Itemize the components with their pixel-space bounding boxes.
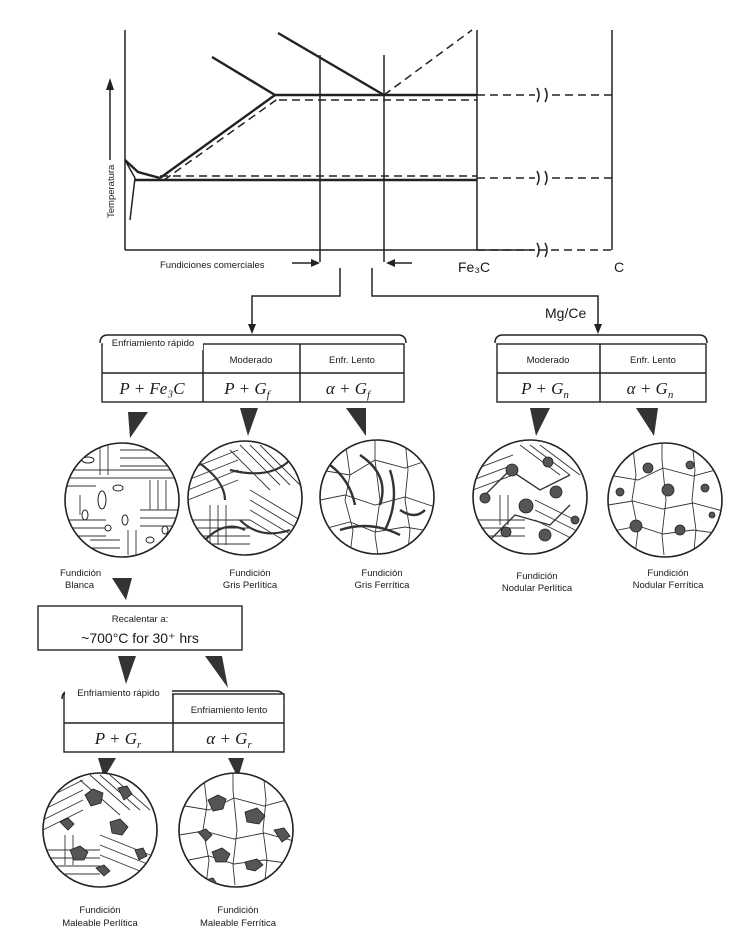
header-nodular-moderate: Moderado [527, 355, 570, 366]
label-gray-pearlitic-line1: Fundición [229, 568, 270, 579]
label-white-line2: Blanca [65, 580, 95, 591]
micrograph-labels-bottom: Fundición Maleable Perlítica Fundición M… [62, 905, 276, 929]
arrow-head-icon [106, 78, 114, 90]
phase-malleable-ferritic: α + Gr [206, 729, 252, 751]
micrograph-malleable-ferritic [179, 770, 294, 888]
pointer-arrow-icon [128, 412, 148, 438]
label-nodular-pearlitic-line1: Fundición [516, 571, 557, 582]
reheat-title: Recalentar a: [112, 614, 169, 625]
label-malleable-pearlitic-line2: Maleable Perlítica [62, 918, 138, 929]
label-nodular-ferritic-line2: Nodular Ferrítica [633, 580, 704, 591]
header-slow: Enfr. Lento [329, 355, 375, 366]
fe3c-label: Fe₃C [458, 259, 490, 275]
micrograph-nodular-pearlitic [473, 440, 587, 554]
phase-nodular-pearlitic: P + Gn [520, 379, 569, 401]
label-gray-ferritic-line2: Gris Ferrítica [355, 580, 411, 591]
micrograph-nodular-ferritic [608, 440, 723, 557]
header-malleable-slow: Enfriamiento lento [191, 705, 268, 716]
pointer-arrow-icon [346, 408, 366, 436]
header-malleable-fast: Enfriamiento rápido [77, 688, 159, 699]
label-gray-pearlitic-line2: Gris Perlítica [223, 580, 278, 591]
pointer-arrow-icon [205, 656, 228, 688]
reheat-condition: ~700°C for 30⁺ hrs [81, 630, 199, 646]
carbon-label: C [614, 259, 624, 275]
micrograph-malleable-pearlitic [43, 773, 157, 887]
label-gray-ferritic-line1: Fundición [361, 568, 402, 579]
phase-gray-ferritic: α + Gf [326, 379, 372, 401]
label-malleable-ferritic-line2: Maleable Ferrítica [200, 918, 277, 929]
micrograph-gray-pearlitic [188, 441, 302, 555]
header-moderate: Moderado [230, 355, 273, 366]
header-nodular-slow: Enfr. Lento [630, 355, 676, 366]
phase-malleable-pearlitic: P + Gr [94, 729, 142, 751]
micrograph-labels-top: Fundición Blanca Fundición Gris Perlític… [60, 568, 704, 594]
pointer-arrow-icon [240, 408, 258, 436]
commercial-range-label: Fundiciones comerciales [160, 260, 265, 271]
label-malleable-pearlitic-line1: Fundición [79, 905, 120, 916]
label-malleable-ferritic-line1: Fundición [217, 905, 258, 916]
nodular-cooling-table: Moderado Enfr. Lento P + Gn α + Gn [495, 335, 707, 402]
pointer-triangles-top [128, 408, 658, 438]
micrograph-white-iron [65, 443, 180, 557]
label-white-line1: Fundición [60, 568, 101, 579]
pointer-arrow-icon [112, 578, 132, 600]
label-nodular-ferritic-line1: Fundición [647, 568, 688, 579]
malleable-cooling-table: Enfriamiento rápido Enfriamiento lento P… [62, 688, 284, 752]
micrograph-gray-ferritic [320, 440, 435, 555]
mg-ce-label: Mg/Ce [545, 305, 586, 321]
phase-diagram: Temperatura Fundiciones comerciales [106, 30, 624, 275]
branch-lines: Mg/Ce [248, 268, 602, 334]
pointer-arrow-icon [530, 408, 550, 436]
gray-cooling-table: Enfriamiento rápido Moderado Enfr. Lento… [100, 335, 406, 402]
label-nodular-pearlitic-line2: Nodular Perlítica [502, 583, 573, 594]
phase-white: P + Fe₃C [118, 379, 185, 398]
y-axis-label: Temperatura [106, 164, 117, 218]
reheat-box: Recalentar a: ~700°C for 30⁺ hrs [38, 606, 242, 650]
pointer-arrow-icon [636, 408, 658, 436]
phase-nodular-ferritic: α + Gn [627, 379, 674, 401]
header-fast-cooling: Enfriamiento rápido [112, 338, 194, 349]
phase-gray-pearlitic: P + Gf [223, 379, 271, 401]
pointer-arrow-icon [118, 656, 136, 684]
